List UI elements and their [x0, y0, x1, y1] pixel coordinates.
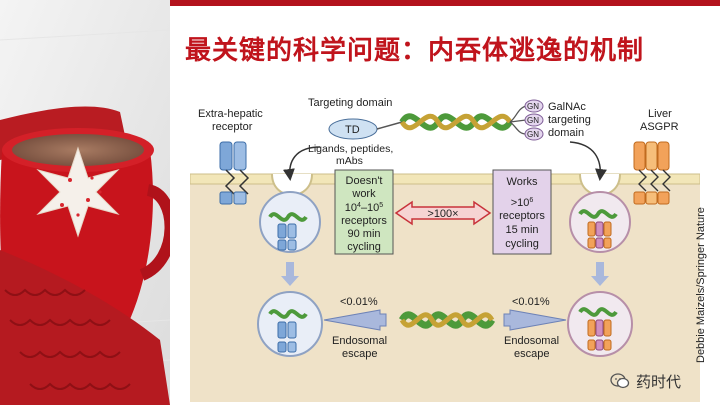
- right-box-line4: 15 min: [505, 224, 538, 236]
- asgpr-label: ASGPR: [640, 121, 679, 133]
- sirna-helix-top: [399, 113, 513, 131]
- right-escape-label-1: Endosomal: [504, 335, 559, 347]
- left-box-line3: 104–105: [345, 202, 384, 214]
- extra-hepatic-label-1: Extra-hepatic: [198, 108, 263, 120]
- left-escape-pct: <0.01%: [340, 296, 378, 308]
- ratio-label: >100×: [427, 208, 458, 220]
- credit-text: Debbie Maizels/Springer Nature: [695, 207, 707, 363]
- top-rule: [150, 0, 720, 6]
- galnac-branches: [509, 105, 527, 135]
- left-box-line2: work: [351, 188, 376, 200]
- watermark-text: 药时代: [636, 372, 682, 391]
- left-escape-label-1: Endosomal: [332, 335, 387, 347]
- left-endosome-lower: [257, 291, 323, 357]
- liver-label: Liver: [648, 108, 672, 120]
- asgpr-receptor: [633, 141, 671, 205]
- galnac-label-3: domain: [548, 127, 584, 139]
- slide-title: 最关键的科学问题：内吞体逃逸的机制: [185, 36, 645, 66]
- ligands-label-2: mAbs: [336, 155, 363, 167]
- left-box-line5: 90 min: [347, 228, 380, 240]
- left-endosome-upper: [259, 191, 321, 253]
- extra-hepatic-label-2: receptor: [212, 121, 253, 133]
- released-sirna: [398, 311, 496, 329]
- right-endosome-upper: [569, 191, 631, 253]
- right-box-line3: receptors: [499, 210, 545, 222]
- right-endosome-lower: [567, 291, 633, 357]
- ratio-arrow: [394, 200, 492, 226]
- ligands-label-1: Ligands, peptides,: [308, 143, 393, 155]
- left-box: [334, 169, 394, 255]
- extra-hepatic-receptor: [219, 141, 250, 205]
- escape-arrow-left: [323, 309, 387, 331]
- gn-label-1: GN: [527, 102, 539, 111]
- right-escape-label-2: escape: [514, 348, 549, 360]
- right-box: [492, 169, 552, 255]
- gn-label-2: GN: [527, 116, 539, 125]
- right-box-line5: cycling: [505, 238, 539, 250]
- left-box-line1: Doesn't: [346, 175, 383, 187]
- left-escape-label-2: escape: [342, 348, 377, 360]
- arrow-to-right-pit: [569, 141, 607, 181]
- targeting-domain-label: Targeting domain: [308, 97, 392, 109]
- arrow-to-left-pit: [282, 146, 321, 181]
- endosomal-escape-diagram: Extra-hepatic receptor Liver ASGPR: [190, 97, 700, 402]
- galnac-label-2: targeting: [548, 114, 591, 126]
- td-label: TD: [345, 124, 360, 136]
- galnac-label-1: GalNAc: [548, 101, 586, 113]
- gn-label-3: GN: [527, 130, 539, 139]
- td-linker: [376, 121, 403, 130]
- wechat-icon: [610, 373, 630, 389]
- escape-arrow-right: [503, 309, 567, 331]
- right-box-line1: Works: [507, 176, 538, 188]
- plasma-membrane: [190, 173, 700, 185]
- right-escape-pct: <0.01%: [512, 296, 550, 308]
- image-credit: Debbie Maizels/Springer Nature: [695, 207, 707, 363]
- left-box-line4: receptors: [341, 215, 387, 227]
- left-box-line6: cycling: [347, 241, 381, 253]
- down-arrow-right: [591, 262, 609, 286]
- wechat-watermark: 药时代: [610, 365, 720, 397]
- decorative-photo: [0, 0, 170, 405]
- down-arrow-left: [281, 262, 299, 286]
- gn-icons: [524, 99, 544, 141]
- right-box-line2: >106: [511, 197, 534, 209]
